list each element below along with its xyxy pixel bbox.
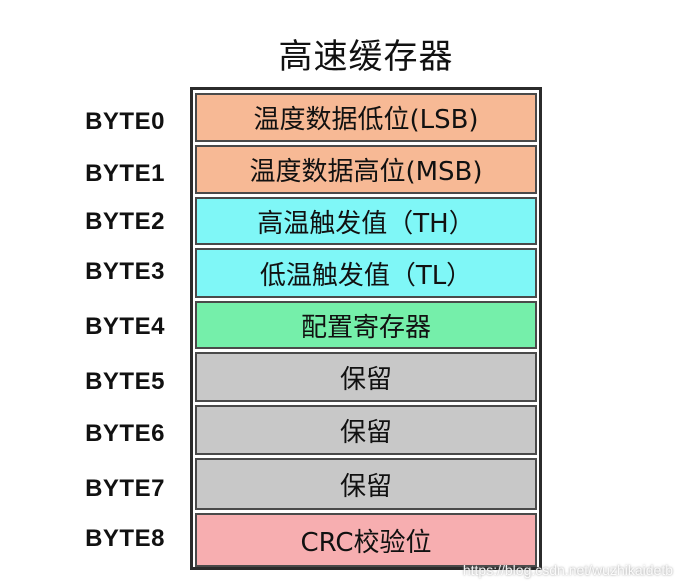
cache-cell-byte5: 保留 bbox=[195, 352, 537, 402]
byte-label-7: BYTE7 bbox=[85, 475, 165, 502]
cache-cell-byte8: CRC校验位 bbox=[195, 513, 537, 567]
cache-cell-byte1: 温度数据高位(MSB) bbox=[195, 145, 537, 194]
watermark: https://blog.csdn.net/wuzhikaidetb bbox=[462, 562, 673, 578]
byte-label-5: BYTE5 bbox=[85, 368, 165, 395]
cache-cell-byte4: 配置寄存器 bbox=[195, 301, 537, 349]
byte-label-8: BYTE8 bbox=[85, 525, 165, 552]
cache-cell-byte3: 低温触发值（TL） bbox=[195, 248, 537, 298]
byte-label-4: BYTE4 bbox=[85, 313, 165, 340]
byte-label-2: BYTE2 bbox=[85, 208, 165, 235]
byte-label-0: BYTE0 bbox=[85, 108, 165, 135]
cache-cell-byte7: 保留 bbox=[195, 458, 537, 510]
cache-cell-byte0: 温度数据低位(LSB) bbox=[195, 93, 537, 142]
cache-cell-byte2: 高温触发值（TH） bbox=[195, 197, 537, 245]
cache-cell-byte6: 保留 bbox=[195, 405, 537, 455]
diagram-title: 高速缓存器 bbox=[278, 36, 454, 77]
byte-label-1: BYTE1 bbox=[85, 160, 165, 187]
byte-label-6: BYTE6 bbox=[85, 420, 165, 447]
byte-label-3: BYTE3 bbox=[85, 258, 165, 285]
